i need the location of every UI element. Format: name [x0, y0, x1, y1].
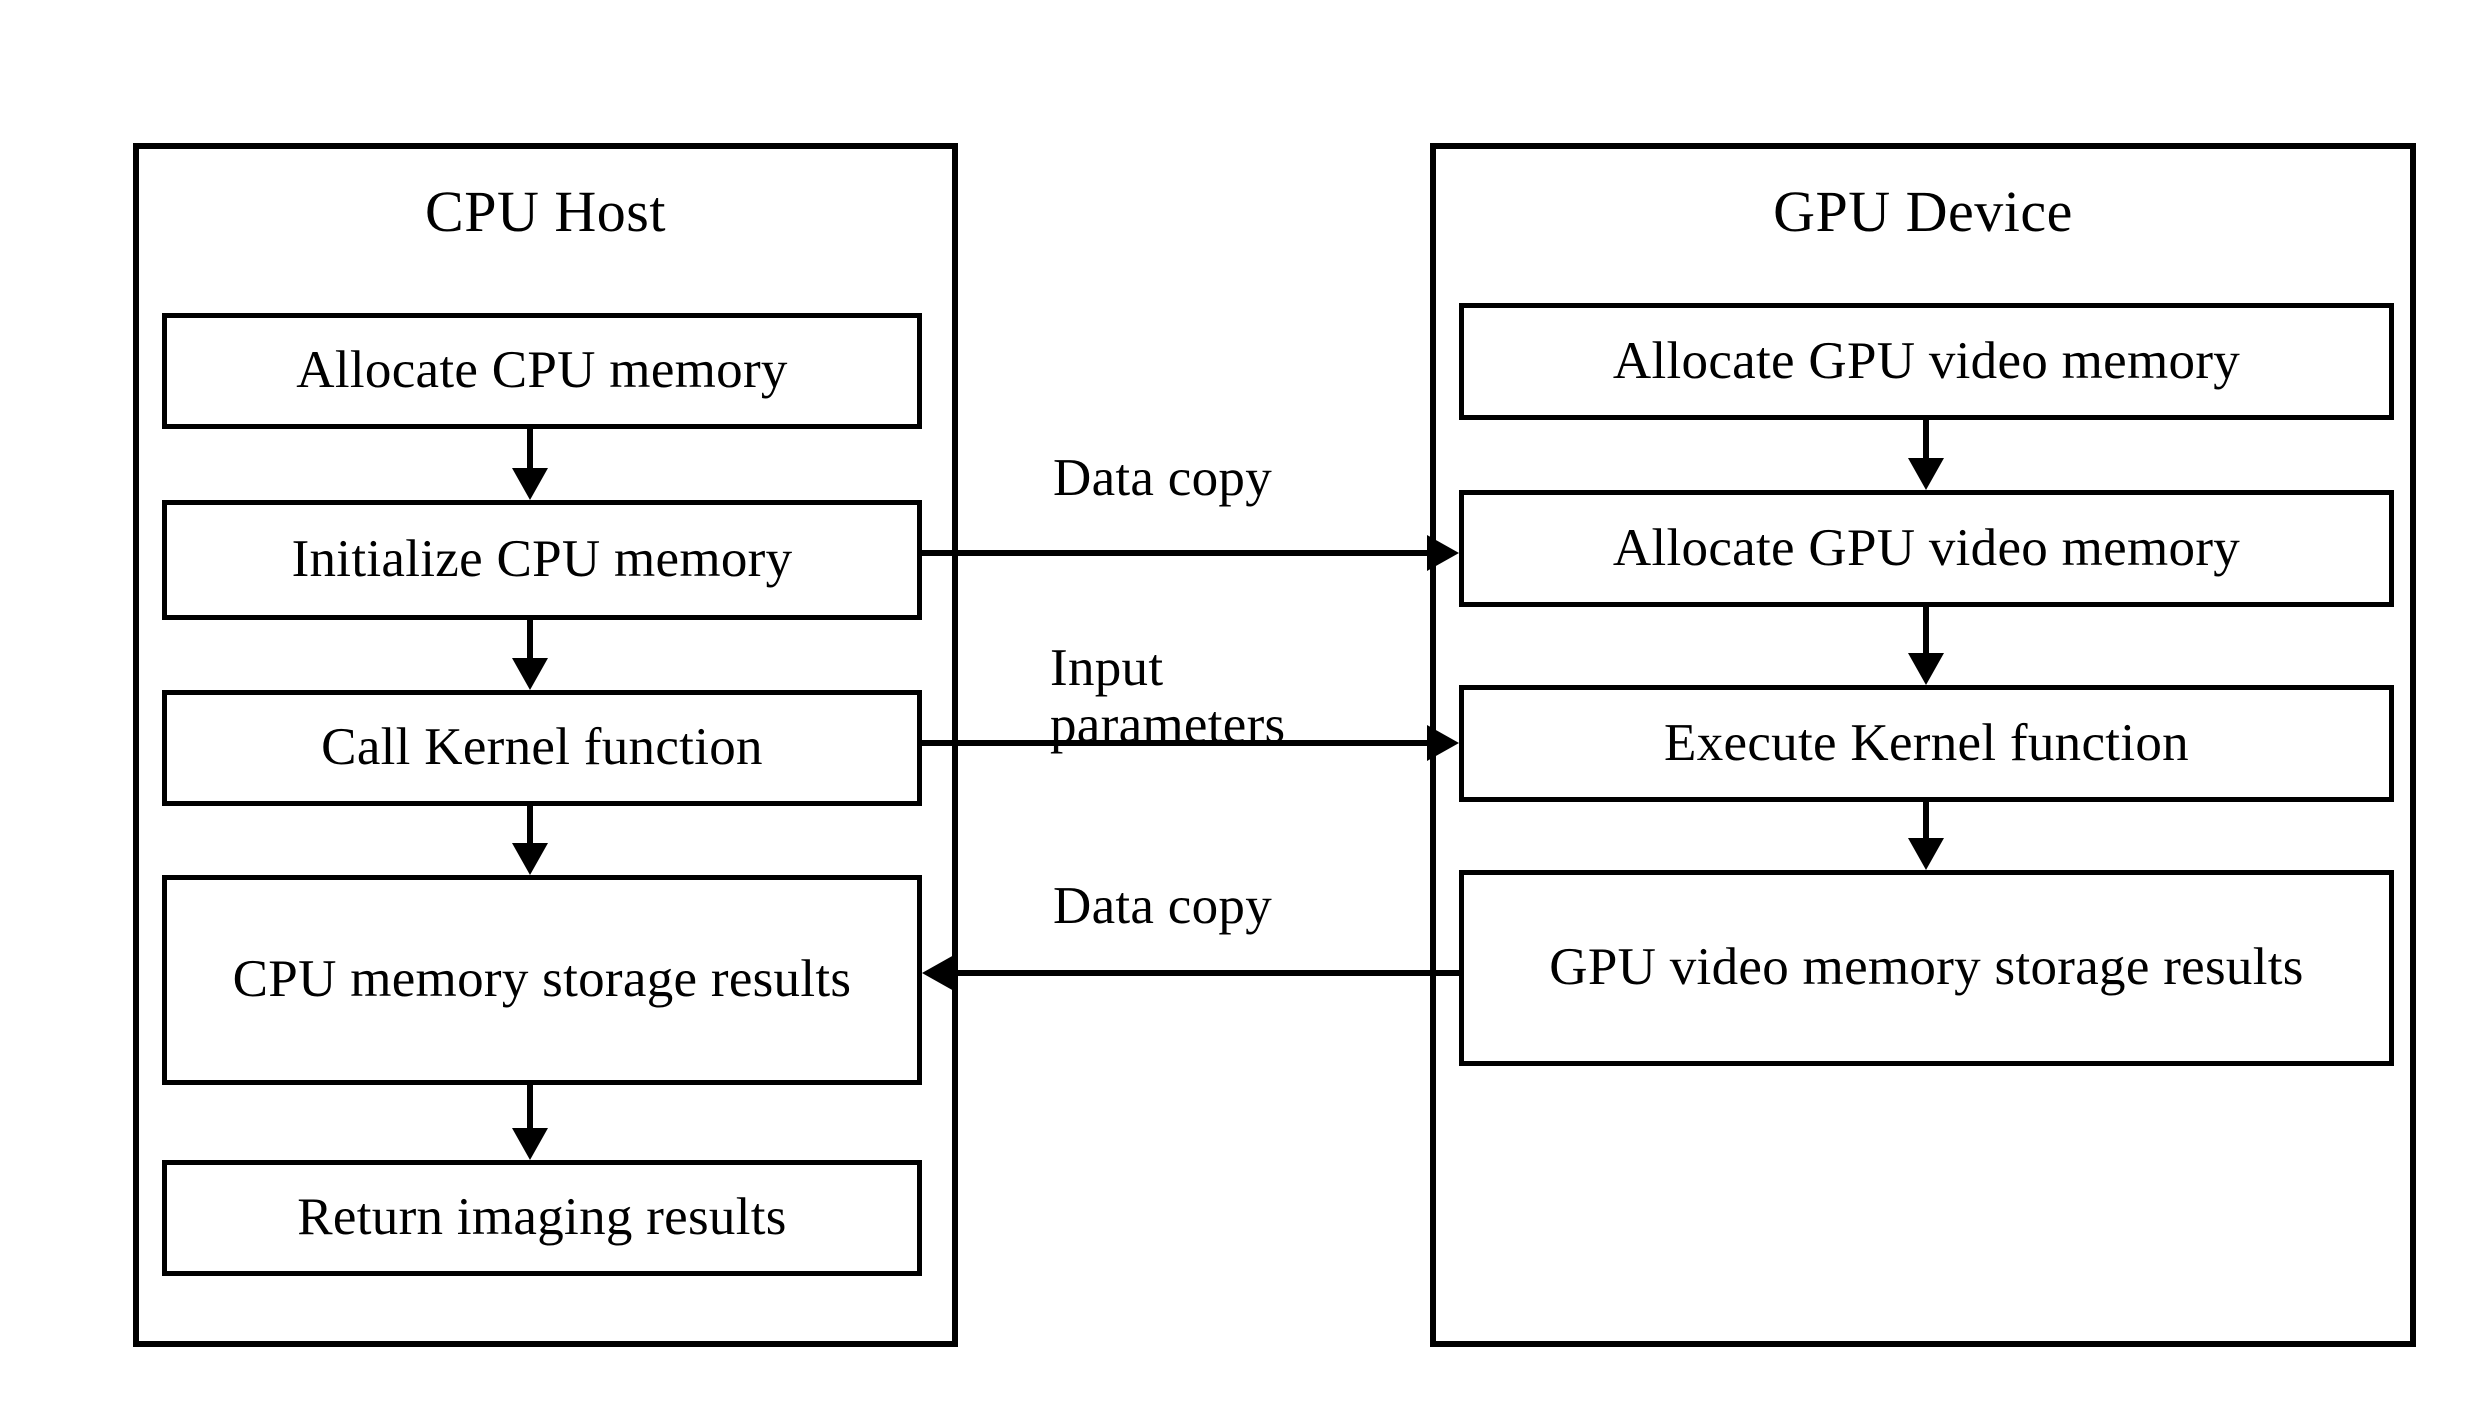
connector-label-input-parameters: Input parameters — [1050, 639, 1286, 755]
arrow-head-down-icon — [512, 843, 548, 875]
arrow-head-right-icon — [1427, 535, 1459, 571]
arrow-shaft — [527, 806, 533, 843]
arrow-head-down-icon — [512, 1128, 548, 1160]
gpu-device-title: GPU Device — [1773, 179, 2073, 244]
cpu-step-allocate-cpu-memory[interactable]: Allocate CPU memory — [162, 313, 922, 429]
cpu-step-return-imaging-results[interactable]: Return imaging results — [162, 1160, 922, 1276]
arrow-head-down-icon — [512, 658, 548, 690]
cpu-step-initialize-cpu-memory[interactable]: Initialize CPU memory — [162, 500, 922, 620]
gpu-step-execute-kernel-function[interactable]: Execute Kernel function — [1459, 685, 2394, 802]
gpu-step-gpu-video-memory-storage-results[interactable]: GPU video memory storage results — [1459, 870, 2394, 1066]
gpu-step-allocate-gpu-video-memory-1[interactable]: Allocate GPU video memory — [1459, 303, 2394, 420]
cpu-step-cpu-memory-storage-results[interactable]: CPU memory storage results — [162, 875, 922, 1085]
arrow-shaft — [527, 1085, 533, 1128]
cpu-step-5-label: Return imaging results — [297, 1188, 787, 1247]
cpu-step-1-label: Allocate CPU memory — [296, 341, 788, 400]
cpu-step-3-label: Call Kernel function — [321, 718, 763, 777]
arrow-head-down-icon — [1908, 838, 1944, 870]
gpu-step-4-label: GPU video memory storage results — [1549, 938, 2304, 997]
arrow-shaft — [1923, 420, 1929, 458]
arrow-shaft — [527, 429, 533, 468]
arrow-head-left-icon — [922, 955, 954, 991]
arrow-shaft — [1923, 607, 1929, 653]
cpu-step-2-label: Initialize CPU memory — [291, 530, 793, 589]
arrow-head-down-icon — [1908, 653, 1944, 685]
arrow-head-down-icon — [1908, 458, 1944, 490]
connector-label-data-copy-2: Data copy — [1053, 877, 1273, 935]
arrow-shaft — [527, 620, 533, 658]
arrow-shaft — [922, 740, 1427, 746]
gpu-step-allocate-gpu-video-memory-2[interactable]: Allocate GPU video memory — [1459, 490, 2394, 607]
cpu-step-call-kernel-function[interactable]: Call Kernel function — [162, 690, 922, 806]
arrow-shaft — [954, 970, 1459, 976]
gpu-step-3-label: Execute Kernel function — [1664, 713, 2189, 772]
cpu-host-title: CPU Host — [425, 179, 666, 244]
gpu-step-1-label: Allocate GPU video memory — [1612, 331, 2241, 390]
cpu-step-4-label: CPU memory storage results — [232, 950, 852, 1009]
arrow-shaft — [1923, 802, 1929, 838]
gpu-step-2-label: Allocate GPU video memory — [1612, 518, 2241, 577]
arrow-shaft — [922, 550, 1427, 556]
connector-label-data-copy-1: Data copy — [1053, 449, 1273, 507]
arrow-head-down-icon — [512, 468, 548, 500]
arrow-head-right-icon — [1427, 725, 1459, 761]
